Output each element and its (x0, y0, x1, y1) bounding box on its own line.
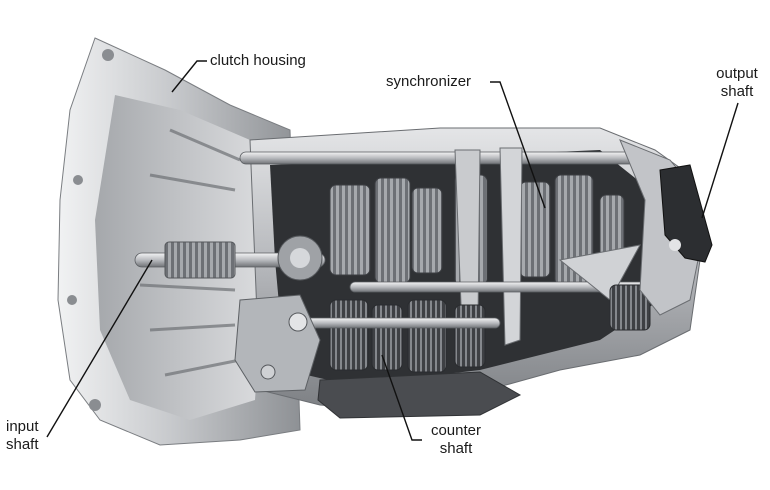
housing-ribs (139, 128, 241, 377)
input-shaft-spline (164, 241, 236, 279)
label-input-shaft-line2: shaft (6, 436, 39, 453)
leader-input-shaft (46, 259, 153, 438)
label-input-shaft-line1: input (6, 418, 39, 435)
leader-counter-shaft (381, 354, 422, 441)
input-bearing-center (290, 248, 310, 268)
output-bolt (669, 239, 681, 251)
label-output-shaft-line2: shaft (720, 83, 754, 100)
label-input-shaft: input shaft (6, 418, 39, 454)
oil-sump (317, 371, 522, 419)
leader-clutch-housing (171, 60, 207, 93)
label-synchronizer: synchronizer (386, 73, 472, 90)
output-flange (659, 164, 713, 263)
shift-fork-2 (499, 147, 523, 346)
label-output-shaft-line1: output (716, 65, 758, 82)
flange-bolts (67, 49, 114, 411)
pump-bolt-2 (260, 364, 276, 380)
selector-rod (239, 151, 636, 165)
label-output-shaft: output shaft (708, 65, 766, 101)
pump-bolt (288, 312, 308, 332)
shift-bracket (558, 244, 641, 301)
label-counter-shaft-line2: shaft (439, 440, 473, 457)
leader-output-shaft (701, 102, 739, 219)
leader-lines (46, 60, 739, 441)
label-counter-shaft-line1: counter (430, 422, 482, 439)
label-counter-shaft: counter shaft (418, 422, 494, 458)
leader-synchronizer (490, 81, 546, 209)
counter-shaft (299, 317, 501, 329)
label-clutch-housing: clutch housing (210, 52, 306, 69)
